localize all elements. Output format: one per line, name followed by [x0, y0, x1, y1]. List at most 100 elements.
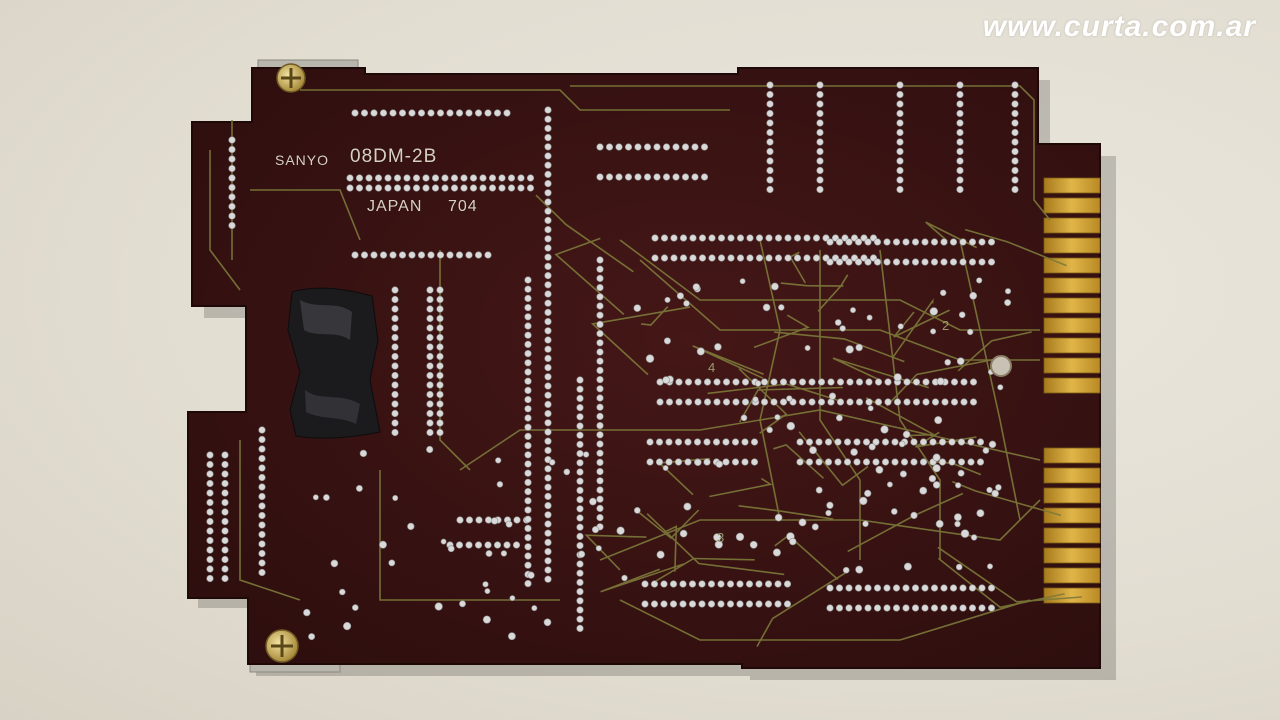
solder-pad	[596, 477, 604, 485]
solder-pad	[834, 319, 842, 326]
solder-pad	[391, 371, 399, 380]
silkscreen-model: 08DM-2B	[350, 146, 438, 167]
solder-pad	[760, 398, 769, 406]
solder-pad	[816, 157, 824, 165]
solder-pad	[881, 438, 890, 446]
solder-pad	[783, 580, 792, 588]
solder-pad	[873, 238, 882, 246]
solder-pad	[459, 600, 466, 608]
solder-pad	[408, 109, 416, 117]
solder-pad	[675, 398, 683, 406]
solder-pad	[1004, 299, 1012, 307]
solder-pad	[426, 381, 434, 389]
solder-pad	[456, 516, 464, 524]
solder-pad	[228, 145, 236, 154]
solder-pad	[679, 529, 688, 538]
solder-pad	[896, 100, 904, 108]
solder-pad	[805, 458, 814, 466]
solder-pad	[662, 143, 671, 151]
solder-pad	[700, 173, 709, 181]
solder-pad	[596, 284, 604, 292]
solder-pad	[596, 458, 604, 467]
solder-pad	[910, 511, 918, 519]
solder-pad	[455, 541, 464, 549]
solder-pad	[258, 464, 266, 472]
solder-pad	[784, 254, 792, 262]
solder-pad	[845, 584, 853, 592]
solder-pad	[855, 565, 864, 574]
solder-pad	[884, 398, 892, 406]
solder-pad	[779, 378, 788, 386]
solder-pad	[656, 550, 665, 559]
solder-pad	[228, 202, 236, 211]
solder-pad	[714, 540, 723, 549]
solder-pad	[789, 378, 797, 386]
solder-pad	[883, 238, 891, 246]
solder-pad	[436, 324, 444, 332]
solder-pad	[693, 438, 702, 446]
solder-pad	[859, 496, 868, 506]
solder-pad	[968, 258, 977, 266]
solder-pad	[1004, 288, 1012, 295]
solder-pad	[902, 584, 910, 592]
solder-pad	[967, 458, 975, 466]
solder-pad	[766, 185, 774, 194]
solder-pad	[221, 565, 229, 573]
trace	[619, 239, 1040, 331]
solder-pad	[815, 458, 823, 466]
solder-pad	[596, 265, 604, 273]
solder-pad	[754, 380, 762, 387]
solder-pad	[842, 566, 850, 574]
solder-pad	[422, 184, 430, 192]
solder-pad	[968, 604, 977, 612]
solder-pad	[834, 438, 842, 446]
solder-pad	[544, 575, 552, 583]
solder-pad	[221, 546, 229, 554]
solder-pad	[1011, 90, 1019, 99]
solder-pad	[741, 378, 750, 386]
solder-pad	[228, 164, 236, 173]
solder-pad	[808, 378, 816, 386]
gold-finger	[1043, 487, 1101, 504]
solder-pad	[771, 282, 779, 291]
solder-pad	[660, 254, 669, 262]
trace	[663, 525, 678, 572]
solder-pad	[1011, 100, 1019, 108]
solder-pad	[956, 128, 964, 137]
solder-pad	[206, 470, 214, 478]
trace	[739, 386, 843, 423]
solder-pad	[910, 458, 918, 466]
solder-pad	[441, 174, 449, 182]
solder-pad	[391, 362, 399, 370]
solder-pad	[940, 604, 948, 612]
solder-pad	[672, 143, 680, 151]
solder-pad	[991, 489, 999, 498]
solder-pad	[872, 458, 880, 466]
solder-pad	[940, 238, 948, 246]
edge-connector	[1043, 177, 1101, 604]
solder-pad	[662, 465, 669, 471]
solder-pad	[346, 184, 354, 192]
solder-pad	[392, 495, 399, 501]
solder-pad	[544, 226, 552, 234]
solder-pad	[662, 173, 671, 181]
solder-pad	[815, 486, 823, 494]
gold-finger	[1043, 197, 1101, 214]
trace	[459, 409, 1041, 471]
solder-pad	[391, 428, 399, 437]
solder-pad	[576, 615, 584, 623]
solder-pad	[803, 234, 811, 242]
trace	[239, 440, 301, 601]
solder-pad	[891, 438, 899, 446]
solder-pad	[740, 414, 748, 422]
pcb-board	[187, 67, 1101, 669]
solder-pad	[391, 343, 399, 351]
solder-pad	[774, 600, 782, 608]
solder-pad	[969, 291, 978, 300]
solder-pad	[864, 489, 872, 498]
solder-pad	[766, 176, 774, 184]
trace	[300, 89, 730, 111]
solder-pad	[893, 398, 902, 406]
solder-pad	[426, 409, 434, 418]
